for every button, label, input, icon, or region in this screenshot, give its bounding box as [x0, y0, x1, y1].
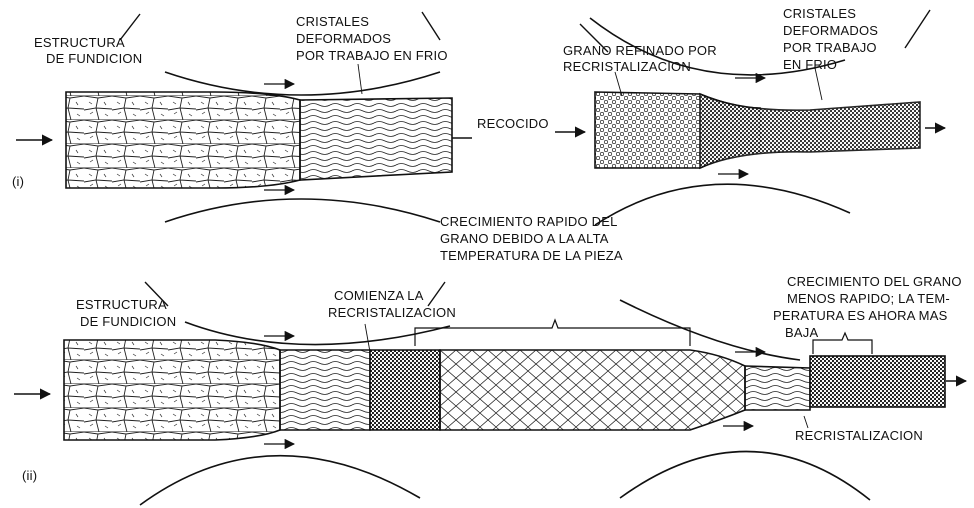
- recryst-label: RECRISTALIZACION: [795, 428, 923, 443]
- begin-recryst-label-line1: COMIENZA LA: [334, 288, 424, 303]
- cold-worked-label-2-line1: CRISTALES: [783, 6, 856, 21]
- workpiece-3-dense-zone: [370, 350, 440, 430]
- bottom-roll-3: [140, 456, 420, 505]
- cold-worked-label-2-line3: POR TRABAJO: [783, 40, 877, 55]
- slower-growth-label-line4: BAJA: [785, 325, 818, 340]
- cast-structure-label-2-line2: DE FUNDICION: [80, 314, 176, 329]
- refined-grain-label-line1: GRANO REFINADO POR: [563, 43, 717, 58]
- middle-note-line2: GRANO DEBIDO A LA ALTA: [440, 231, 609, 246]
- slower-growth-label-line2: MENOS RAPIDO; LA TEM-: [787, 291, 950, 306]
- workpiece-2-deformed-zone: [700, 94, 920, 168]
- bottom-roll-4: [620, 451, 870, 500]
- marker-ii: (ii): [22, 468, 37, 483]
- cast-structure-label-1-line2: DE FUNDICION: [46, 51, 142, 66]
- cold-worked-label-2-line2: DEFORMADOS: [783, 23, 878, 38]
- slower-growth-label-line1: CRECIMIENTO DEL GRANO: [787, 274, 962, 289]
- panel-ii: (ii) ESTRUCTURA DE FUNDICION COMIENZA LA…: [14, 274, 966, 505]
- middle-note-line1: CRECIMIENTO RAPIDO DEL: [440, 214, 618, 229]
- workpiece-1-deformed-zone: [300, 98, 452, 180]
- workpiece-3-deformed-zone: [280, 350, 370, 430]
- begin-recryst-label-line2: RECRISTALIZACION: [328, 305, 456, 320]
- workpiece-3-cast-zone: [64, 340, 280, 440]
- marker-i: (i): [12, 174, 24, 189]
- bottom-roll-2: [595, 184, 850, 225]
- annealing-label: RECOCIDO: [477, 116, 549, 131]
- cast-structure-label-1-line1: ESTRUCTURA: [34, 35, 125, 50]
- workpiece-3-grown-zone: [440, 350, 745, 430]
- workpiece-3-fine-zone: [810, 356, 945, 407]
- bottom-roll-1: [165, 199, 440, 222]
- cast-structure-label-2-line1: ESTRUCTURA: [76, 297, 167, 312]
- panel-i: (i) ESTRUCTURA DE FUNDICION CRISTALES DE…: [12, 6, 945, 225]
- cold-worked-label-1-line1: CRISTALES: [296, 14, 369, 29]
- cold-worked-label-1-line3: POR TRABAJO EN FRIO: [296, 48, 448, 63]
- brace-rapid-growth: [415, 320, 690, 346]
- refined-grain-label-line2: RECRISTALIZACION: [563, 59, 691, 74]
- cold-worked-label-1-line2: DEFORMADOS: [296, 31, 391, 46]
- slower-growth-label-line3: PERATURA ES AHORA MAS: [773, 308, 948, 323]
- middle-note: CRECIMIENTO RAPIDO DEL GRANO DEBIDO A LA…: [440, 214, 623, 263]
- brace-slower-growth: [813, 333, 872, 354]
- workpiece-1-cast-zone: [66, 92, 300, 188]
- middle-note-line3: TEMPERATURA DE LA PIEZA: [440, 248, 623, 263]
- cold-worked-label-2-line4: EN FRIO: [783, 57, 837, 72]
- workpiece-3-redeformed-zone: [745, 366, 810, 410]
